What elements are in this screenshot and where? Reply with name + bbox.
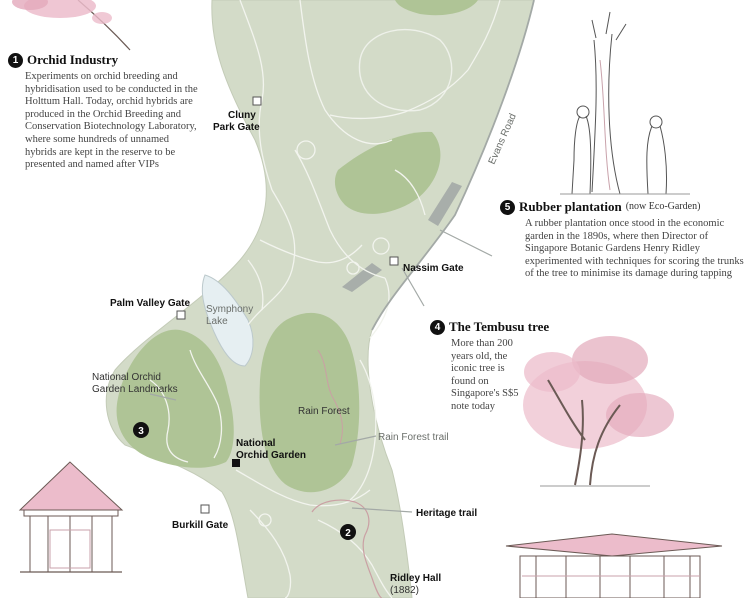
orchid-landmarks-label-line1: National Orchid (92, 372, 161, 383)
point-5-title: Rubber plantation (519, 199, 622, 215)
leader-lines (149, 229, 493, 513)
point-1-title: Orchid Industry (27, 52, 119, 68)
car-park-2 (342, 263, 382, 292)
rain-forest-trail-label: Rain Forest trail (378, 432, 449, 443)
gate-marker-cluny (252, 96, 262, 106)
path-network (149, 0, 501, 599)
point-5-number: 5 (500, 200, 515, 215)
rubber-tree-illustration (560, 11, 690, 195)
gate-markers (176, 96, 399, 514)
national-orchid-garden-label-line2: Orchid Garden (236, 450, 306, 461)
eco-garden-area (334, 131, 441, 214)
evans-road-line (371, 0, 535, 331)
point-4-number: 4 (430, 320, 445, 335)
national-orchid-garden-label-line1: National (236, 438, 276, 449)
gate-marker-burkill (200, 504, 210, 514)
nassim-gate-label: Nassim Gate (403, 263, 464, 274)
national-orchid-garden-marker (232, 459, 240, 467)
heritage-trail (311, 499, 383, 599)
map-marker-2: 2 (340, 524, 356, 540)
point-1-number: 1 (8, 53, 23, 68)
burkill-gate-label: Burkill Gate (172, 520, 229, 531)
rain-forest-area (259, 312, 360, 493)
orchid-landmarks-label-line2: Garden Landmarks (92, 384, 178, 395)
point-4-note: 4 The Tembusu tree More than 200 years o… (430, 320, 606, 414)
cluny-gate-label-line2: Park Gate (213, 122, 260, 133)
point-4-text: More than 200 years old, the iconic tree… (451, 338, 519, 412)
ridley-hall-label: Ridley Hall (390, 573, 441, 584)
tembusu-tree-illustration (523, 336, 674, 487)
palm-valley-gate-label: Palm Valley Gate (110, 298, 190, 309)
point-1-note: 1 Orchid Industry Experiments on orchid … (8, 53, 200, 172)
rain-forest-label: Rain Forest (298, 406, 350, 417)
point-4-title: The Tembusu tree (449, 319, 550, 335)
gate-marker-nassim (389, 256, 399, 266)
point-5-text: A rubber plantation once stood in the ec… (525, 218, 744, 280)
gate-marker-palm-valley (176, 310, 186, 320)
point-1-text: Experiments on orchid breeding and hybri… (25, 71, 198, 171)
point-5-subtitle: (now Eco-Garden) (625, 201, 701, 213)
cluny-gate-label-line1: Cluny (228, 110, 256, 121)
point-4-heading: 4 The Tembusu tree (430, 320, 606, 335)
point-5-heading: 5 Rubber plantation (now Eco-Garden) (500, 200, 744, 215)
north-lawn-area (395, 0, 478, 16)
tyersall-circle (358, 28, 453, 112)
car-park-1 (428, 182, 462, 226)
symphony-lake-label-line1: Symphony (206, 304, 253, 315)
heritage-trail-label: Heritage trail (416, 508, 477, 519)
rain-forest-trail-line (317, 349, 343, 445)
orchid-illustration (12, 0, 131, 51)
ridley-hall-year: (1882) (390, 585, 419, 596)
map-marker-3-number: 3 (138, 426, 144, 437)
point-1-heading: 1 Orchid Industry (8, 53, 200, 68)
map-marker-2-number: 2 (345, 528, 351, 539)
ridley-hall-illustration (505, 533, 723, 599)
map-marker-3: 3 (133, 422, 149, 438)
point-5-note: 5 Rubber plantation (now Eco-Garden) A r… (500, 200, 744, 281)
gazebo-illustration (18, 461, 124, 573)
symphony-lake-label-line2: Lake (206, 316, 228, 327)
symphony-lake (201, 274, 254, 367)
